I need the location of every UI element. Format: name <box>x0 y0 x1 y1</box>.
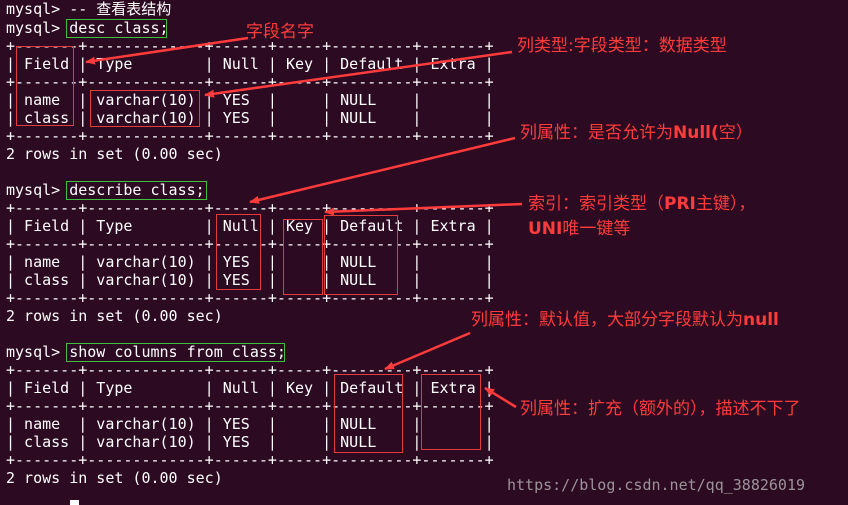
table-border: +-------+-------------+------+-----+----… <box>6 199 494 217</box>
table-border: +-------+-------------+------+-----+----… <box>6 361 494 379</box>
table-row: | name | varchar(10) | YES | | NULL | | <box>6 91 494 109</box>
annotation-index-line2: UNI唯一键等 <box>528 218 630 241</box>
table-row: | class | varchar(10) | YES | | NULL | | <box>6 109 494 127</box>
command-show-columns: mysql> show columns from class; <box>6 343 286 361</box>
annotation-null-prefix: 列属性：是否允许为 <box>520 123 673 143</box>
annotation-index-line1: 索引：索引类型（PRI主键）， <box>528 193 755 216</box>
annotation-index-pri: PRI <box>664 194 696 214</box>
annotation-column-type: 列类型:字段类型：数据类型 <box>517 36 727 56</box>
table-border: +-------+-------------+------+-----+----… <box>6 73 494 91</box>
annotation-extra: 列属性：扩充（额外的），描述不下了 <box>520 399 801 419</box>
status-line: 2 rows in set (0.00 sec) <box>6 469 223 487</box>
table-border: +-------+-------------+------+-----+----… <box>6 451 494 469</box>
table-border: +-------+-------------+------+-----+----… <box>6 235 494 253</box>
table-border: +-------+-------------+------+-----+----… <box>6 289 494 307</box>
annotation-field-name: 字段名字 <box>246 22 314 42</box>
annotation-default-null: null <box>743 310 779 330</box>
status-line: 2 rows in set (0.00 sec) <box>6 307 223 325</box>
annotation-null-suffix: 空） <box>718 123 753 143</box>
command-desc: mysql> desc class; <box>6 19 169 37</box>
table-header: | Field | Type | Null | Key | Default | … <box>6 217 494 235</box>
comment-line: mysql> -- 查看表结构 <box>6 0 172 18</box>
table-row: | class | varchar(10) | YES | | NULL | | <box>6 271 494 289</box>
annotation-index-suffix: 主键）， <box>695 194 756 214</box>
annotation-index-uni: UNI <box>528 219 563 239</box>
status-line: 2 rows in set (0.00 sec) <box>6 145 223 163</box>
table-header: | Field | Type | Null | Key | Default | … <box>6 55 494 73</box>
table-row: | name | varchar(10) | YES | | NULL | | <box>6 253 494 271</box>
annotation-default-prefix: 列属性：默认值，大部分字段默认为 <box>471 310 743 330</box>
command-describe: mysql> describe class; <box>6 181 205 199</box>
annotation-index-prefix: 索引：索引类型（ <box>528 194 664 214</box>
table-border: +-------+-------------+------+-----+----… <box>6 127 494 145</box>
annotation-default: 列属性：默认值，大部分字段默认为null <box>471 309 779 332</box>
table-row: | class | varchar(10) | YES | | NULL | | <box>6 433 494 451</box>
annotation-index-line2-suffix: 唯一键等 <box>562 219 631 239</box>
table-border: +-------+-------------+------+-----+----… <box>6 397 494 415</box>
table-row: | name | varchar(10) | YES | | NULL | | <box>6 415 494 433</box>
annotation-null-bold: Null( <box>673 123 719 143</box>
table-header: | Field | Type | Null | Key | Default | … <box>6 379 494 397</box>
terminal-cursor <box>70 500 79 505</box>
watermark-text: https://blog.csdn.net/qq_38826019 <box>507 476 806 494</box>
annotation-null-attr: 列属性：是否允许为Null(空） <box>520 122 753 145</box>
arrow-null-attr <box>249 136 516 204</box>
